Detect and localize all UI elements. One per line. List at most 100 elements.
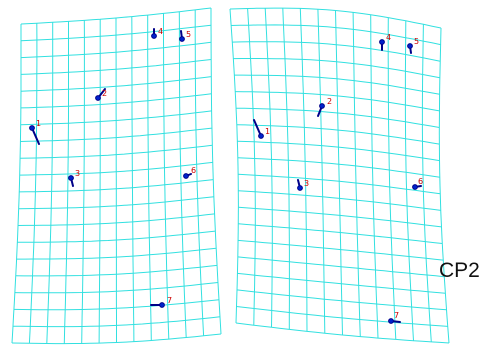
control-point-marker: [258, 133, 264, 139]
left-control-points: 1 2 3 4 5 6 7: [29, 27, 196, 308]
control-point-6: 6: [183, 166, 196, 179]
control-point-7: 7: [388, 311, 401, 324]
control-point-2: 2: [317, 97, 332, 117]
control-point-2: 2: [95, 88, 107, 101]
grid-horizontal-line: [19, 161, 213, 176]
control-point-label: 6: [418, 177, 423, 186]
control-point-4: 4: [379, 33, 391, 51]
grid-horizontal-line: [20, 110, 212, 126]
control-point-label: 3: [75, 169, 80, 178]
control-point-4: 4: [151, 27, 163, 39]
grid-horizontal-line: [18, 213, 215, 226]
grid-horizontal-line: [20, 59, 212, 75]
grid-vertical-line: [178, 11, 187, 338]
grid-vertical-line: [282, 8, 290, 330]
grid-vertical-line: [98, 19, 101, 344]
grid-horizontal-line: [20, 127, 212, 142]
grid-horizontal-line: [19, 179, 214, 193]
control-point-label: 2: [102, 89, 107, 98]
grid-horizontal-line: [232, 41, 441, 62]
control-point-7: 7: [150, 296, 172, 308]
grid-vertical-line: [421, 24, 432, 342]
control-point-marker: [68, 175, 74, 181]
grid-vertical-line: [404, 20, 414, 341]
grid-vertical-line: [370, 14, 379, 339]
control-point-label: 4: [158, 27, 163, 36]
grid-vertical-line: [194, 9, 205, 336]
control-point-marker: [297, 185, 303, 191]
control-point-1: 1: [253, 119, 270, 139]
control-point-label: 4: [386, 33, 391, 42]
grid-horizontal-line: [236, 107, 440, 128]
control-point-5: 5: [407, 37, 419, 54]
grid-horizontal-line: [238, 223, 443, 244]
right-control-points: 1 2 3 4 5 6 7: [253, 33, 423, 324]
control-point-1: 1: [29, 119, 41, 145]
grid-horizontal-line: [231, 24, 441, 46]
grid-vertical-line: [11, 24, 22, 344]
control-point-marker: [407, 43, 413, 49]
left-warped-grid-panel: 1 2 3 4 5 6 7: [11, 7, 222, 345]
grid-vertical-line: [387, 17, 397, 340]
grid-vertical-line: [163, 13, 170, 340]
grid-vertical-line: [46, 22, 54, 344]
grid-horizontal-line: [238, 239, 444, 261]
grid-vertical-line: [264, 8, 273, 328]
grid-horizontal-line: [14, 282, 219, 294]
control-point-label: 7: [167, 296, 172, 305]
grid-horizontal-line: [238, 173, 441, 195]
grid-horizontal-line: [12, 316, 221, 328]
grid-horizontal-line: [237, 256, 445, 278]
control-point-6: 6: [412, 177, 423, 190]
control-point-marker: [412, 184, 418, 190]
grid-vertical-line: [352, 12, 361, 337]
grid-horizontal-line: [237, 157, 440, 178]
control-point-label: 5: [414, 37, 419, 46]
grid-vertical-line: [247, 8, 256, 326]
control-point-marker: [159, 302, 165, 308]
control-point-3: 3: [68, 169, 80, 187]
grid-horizontal-line: [20, 41, 212, 59]
right-warped-grid-panel: 1 2 3 4 5 6 7: [229, 7, 450, 344]
control-point-marker: [388, 318, 394, 324]
grid-horizontal-line: [20, 24, 212, 42]
control-point-marker: [183, 173, 189, 179]
grid-horizontal-line: [236, 306, 448, 327]
control-point-label: 6: [191, 166, 196, 175]
grid-horizontal-line: [237, 272, 446, 294]
grid-horizontal-line: [17, 230, 216, 243]
grid-vertical-line: [210, 8, 222, 335]
grid-vertical-line: [131, 16, 135, 342]
grid-horizontal-line: [20, 76, 212, 92]
displacement-vector: [253, 119, 262, 137]
grid-vertical-line: [335, 10, 343, 336]
grid-vertical-line: [115, 18, 117, 343]
grid-horizontal-line: [235, 91, 440, 112]
grid-horizontal-line: [236, 124, 440, 145]
grid-horizontal-line: [11, 333, 222, 345]
grid-horizontal-line: [236, 289, 447, 311]
grid-horizontal-line: [20, 7, 212, 25]
grid-horizontal-line: [20, 93, 212, 109]
grid-horizontal-line: [16, 247, 217, 260]
grid-vertical-line: [299, 8, 308, 332]
control-point-marker: [319, 103, 325, 109]
grid-horizontal-line: [13, 299, 220, 311]
grid-vertical-line: [229, 8, 239, 324]
control-point-label: 5: [186, 30, 191, 39]
control-point-label: 1: [265, 127, 270, 136]
cp2-side-label: CP2: [439, 259, 480, 282]
displacement-vector: [31, 127, 40, 145]
control-point-label: 1: [36, 119, 41, 128]
left-grid: [11, 7, 222, 345]
control-point-5: 5: [179, 30, 191, 42]
grid-vertical-line: [438, 27, 450, 344]
control-point-3: 3: [297, 179, 309, 191]
grid-horizontal-line: [235, 322, 450, 344]
control-point-marker: [379, 39, 385, 45]
grid-horizontal-line: [234, 74, 440, 95]
grid-vertical-line: [317, 9, 326, 334]
grid-horizontal-line: [233, 58, 440, 79]
control-point-marker: [151, 33, 157, 39]
